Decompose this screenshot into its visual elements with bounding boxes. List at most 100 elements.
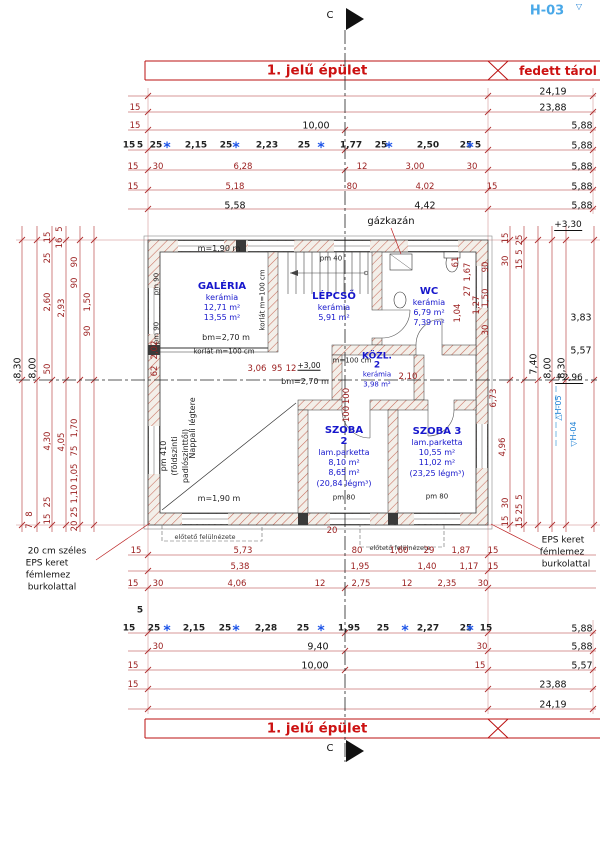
building-title-top: 1. jelű épület xyxy=(266,62,368,79)
left-dims-text: 2,60 xyxy=(42,292,53,312)
left-dims-text: 1,50 xyxy=(82,292,93,312)
bottom-dims-text: 9,40 xyxy=(307,641,329,653)
top-dims-text: 30 xyxy=(466,161,478,172)
outer-walls xyxy=(147,239,489,526)
rooms-text: 5,91 m² xyxy=(318,313,350,322)
bottom-dims-text: 15 xyxy=(130,545,142,556)
level-plus-296: +2,96 xyxy=(555,373,583,384)
inner-walls xyxy=(267,251,477,514)
bottom-dims-text: 15 xyxy=(487,545,499,556)
rooms-text: kerámia xyxy=(412,298,446,307)
bottom-dims-text: 29 xyxy=(423,545,435,556)
washbasin xyxy=(393,291,407,309)
plan-text: 2,10 xyxy=(398,371,418,382)
notes-text: fémlemez xyxy=(25,570,71,581)
room-galeria: GALÉRIA xyxy=(197,281,247,292)
bottom-dims-text: 1,87 xyxy=(451,545,471,556)
plan-text: pm 40 xyxy=(319,254,343,263)
bottom-dims-text: 25 xyxy=(218,623,232,634)
top-dims-text: 15 xyxy=(129,102,141,113)
eps-note-right: EPS keret xyxy=(541,535,585,546)
left-dims-text: 20 xyxy=(69,520,80,532)
rooms-text: kerámia xyxy=(317,303,351,312)
left-dims-text: 75 xyxy=(69,445,80,457)
right-dims-text: 6,73 xyxy=(488,388,499,408)
plan-text: 1,04 xyxy=(452,303,463,323)
plan-text: 20 xyxy=(326,525,338,536)
top-dims-text: 6,28 xyxy=(233,161,253,172)
plan-text: 1,67 xyxy=(462,262,473,282)
level-plus-300: +3,00 xyxy=(297,360,321,371)
notes-text: EPS keret xyxy=(25,558,69,569)
plan-text: pm 80 xyxy=(425,492,449,501)
top-dims-text: 5 xyxy=(136,140,144,151)
plan-text: bm=2,70 m xyxy=(281,377,329,386)
rooms-text: 10,55 m² xyxy=(418,448,456,457)
right-dims-text: 8,00 xyxy=(542,357,554,379)
rooms-text: 7,39 m² xyxy=(413,318,445,327)
right-dims-text: 5,57 xyxy=(570,345,592,357)
top-dims-text: 15 xyxy=(486,181,498,192)
bottom-dims-text: 1,95 xyxy=(350,561,370,572)
rooms-text: 3,98 m² xyxy=(363,380,391,389)
left-dims-text: 15 xyxy=(42,513,53,525)
bottom-dims-text: 2,28 xyxy=(254,623,278,634)
left-dims-text: 90 xyxy=(69,277,80,289)
void-diagonal xyxy=(161,402,297,511)
notes-text: fémlemez xyxy=(539,547,585,558)
parapet-note: pm 410 xyxy=(159,440,168,472)
top-dims-text: 5 xyxy=(474,140,482,151)
left-dims-text: 4,30 xyxy=(42,431,53,451)
wc-fixtures xyxy=(389,251,461,309)
top-dims-text: 1,77 xyxy=(339,140,363,151)
eps-note-left: 20 cm széles xyxy=(27,546,87,557)
rooms-text: lam.parketta xyxy=(411,438,463,447)
plan-text: korlát m=100 cm xyxy=(193,347,255,356)
rooms-text: 8,10 m² xyxy=(328,458,360,467)
window-symbols xyxy=(148,240,488,525)
plan-text: 2,02 xyxy=(149,340,160,360)
right-dims-text: 5 xyxy=(514,494,525,500)
boiler-label: gázkazán xyxy=(367,216,415,227)
covered-storage-title: fedett tárol xyxy=(519,64,597,78)
plan-text: m=1,90 m xyxy=(197,494,241,503)
plan-text: 61 xyxy=(450,256,461,268)
notes-text: burkolattal xyxy=(541,559,591,570)
rooms-text: 8,65 m² xyxy=(328,468,360,477)
bottom-dims-text: 5,88 xyxy=(571,623,593,635)
top-dims-text: 5,88 xyxy=(571,200,593,212)
right-dims-text: 15 xyxy=(514,516,525,528)
top-dims-text: 3,00 xyxy=(405,161,425,172)
window-marker: * xyxy=(385,140,393,156)
centerlines xyxy=(16,30,597,762)
plan-text: 12 xyxy=(285,363,297,374)
window-marker: * xyxy=(232,140,240,156)
rooms-text: lam.parketta xyxy=(318,448,370,457)
plan-text: 100 xyxy=(341,405,352,423)
bottom-dims-text: 5,57 xyxy=(571,660,593,672)
ref-h04: ▽H-04 xyxy=(569,421,578,447)
rooms-text: kerámia xyxy=(362,370,392,379)
plan-text: pm 80 xyxy=(332,493,356,502)
top-dims-text: 25 xyxy=(459,140,473,151)
left-dims-text: 25 xyxy=(69,506,80,518)
plan-text: m=100 cm xyxy=(332,356,372,365)
left-dims-text: 90 xyxy=(82,325,93,337)
plan-text: padlószinttől) xyxy=(181,428,190,484)
bottom-dims-text: 15 xyxy=(487,561,499,572)
rooms-text: (20,84 légm³) xyxy=(316,479,372,488)
door-swings xyxy=(341,309,455,439)
bottom-dims-text: 15 xyxy=(122,623,136,634)
plan-text: korlát m=100 cm xyxy=(258,269,267,331)
top-dims-text: 5,18 xyxy=(225,181,245,192)
top-dims-text: 2,23 xyxy=(255,140,279,151)
window-marker: * xyxy=(163,140,171,156)
left-dims-text: 7 xyxy=(24,523,35,529)
window-marker: * xyxy=(317,623,325,639)
bottom-dims-text: 15 xyxy=(479,623,493,634)
top-dims-text: 15 xyxy=(122,140,136,151)
left-dims-text: 8 xyxy=(24,511,35,517)
top-dims-text: 80 xyxy=(346,181,358,192)
bottom-dims-text: 25 xyxy=(296,623,310,634)
